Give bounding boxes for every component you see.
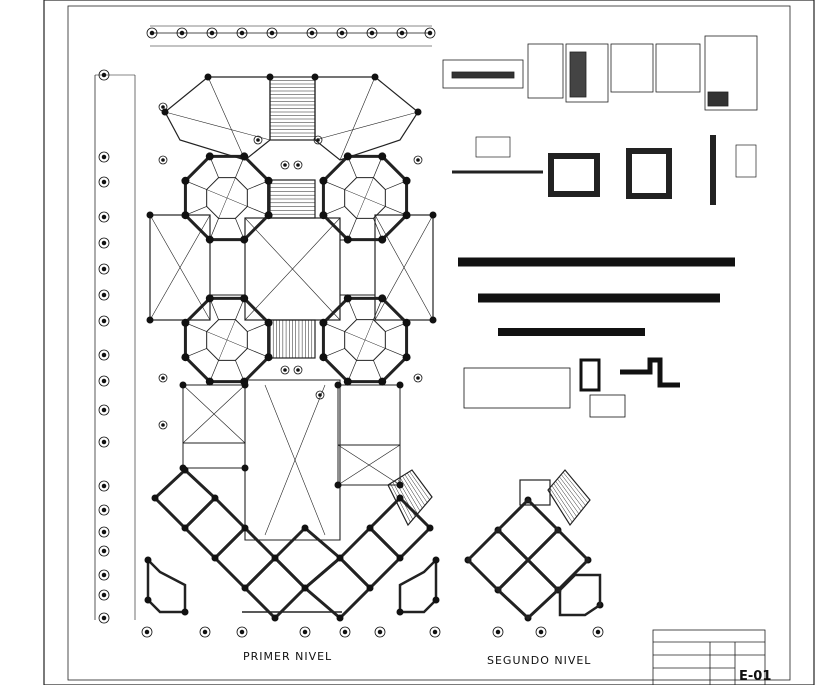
octagonal-rooms xyxy=(183,154,409,384)
top-axis-dimensions xyxy=(150,25,432,47)
left-grid-bubbles xyxy=(98,69,110,624)
second-floor-label: SEGUNDO NIVEL xyxy=(487,654,592,667)
bottom-grid-bubbles xyxy=(141,626,604,638)
left-axis-dimensions xyxy=(94,74,136,620)
first-floor-plan xyxy=(146,76,438,621)
sheet-number: E-01 xyxy=(739,669,772,684)
inner-frame xyxy=(67,5,791,681)
inner-grid-bubbles xyxy=(158,102,423,430)
second-floor-plan xyxy=(465,469,602,621)
beam-details xyxy=(458,257,735,418)
detail-thumbnails xyxy=(442,35,758,111)
section-details xyxy=(452,135,757,205)
sheet-border xyxy=(43,0,815,685)
top-grid-bubbles xyxy=(146,27,436,39)
title-block xyxy=(652,629,766,685)
first-floor-label: PRIMER NIVEL xyxy=(243,650,333,663)
